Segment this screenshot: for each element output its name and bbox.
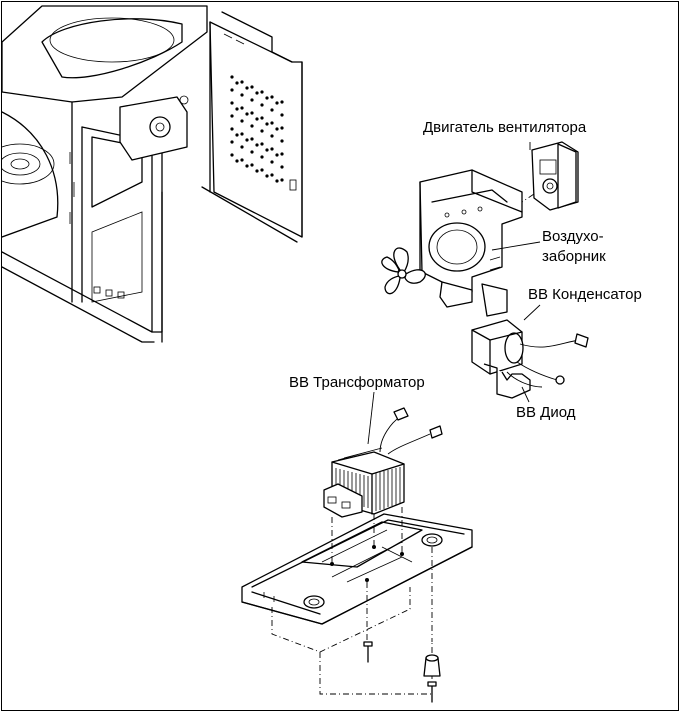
screw bbox=[363, 641, 373, 663]
hv-capacitor bbox=[471, 319, 589, 399]
label-hv-capacitor: ВВ Конденсатор bbox=[528, 286, 642, 303]
label-hv-diode: ВВ Диод bbox=[516, 404, 576, 421]
foot-and-screw bbox=[423, 654, 441, 703]
perforation-pattern bbox=[230, 75, 284, 183]
microwave-chassis bbox=[2, 5, 303, 343]
label-air-intake-2: заборник bbox=[542, 248, 606, 265]
label-air-intake-1: Воздухо- bbox=[542, 228, 604, 245]
label-hv-transformer: ВВ Трансформатор bbox=[289, 374, 425, 391]
fan-blade bbox=[381, 247, 426, 295]
assembly-guide-lines bbox=[271, 507, 433, 695]
fan-motor bbox=[506, 141, 579, 213]
air-intake-bracket bbox=[419, 169, 523, 317]
base-plate bbox=[241, 513, 473, 625]
hv-transformer bbox=[323, 407, 443, 518]
label-fan-motor: Двигатель вентилятора bbox=[423, 119, 587, 136]
